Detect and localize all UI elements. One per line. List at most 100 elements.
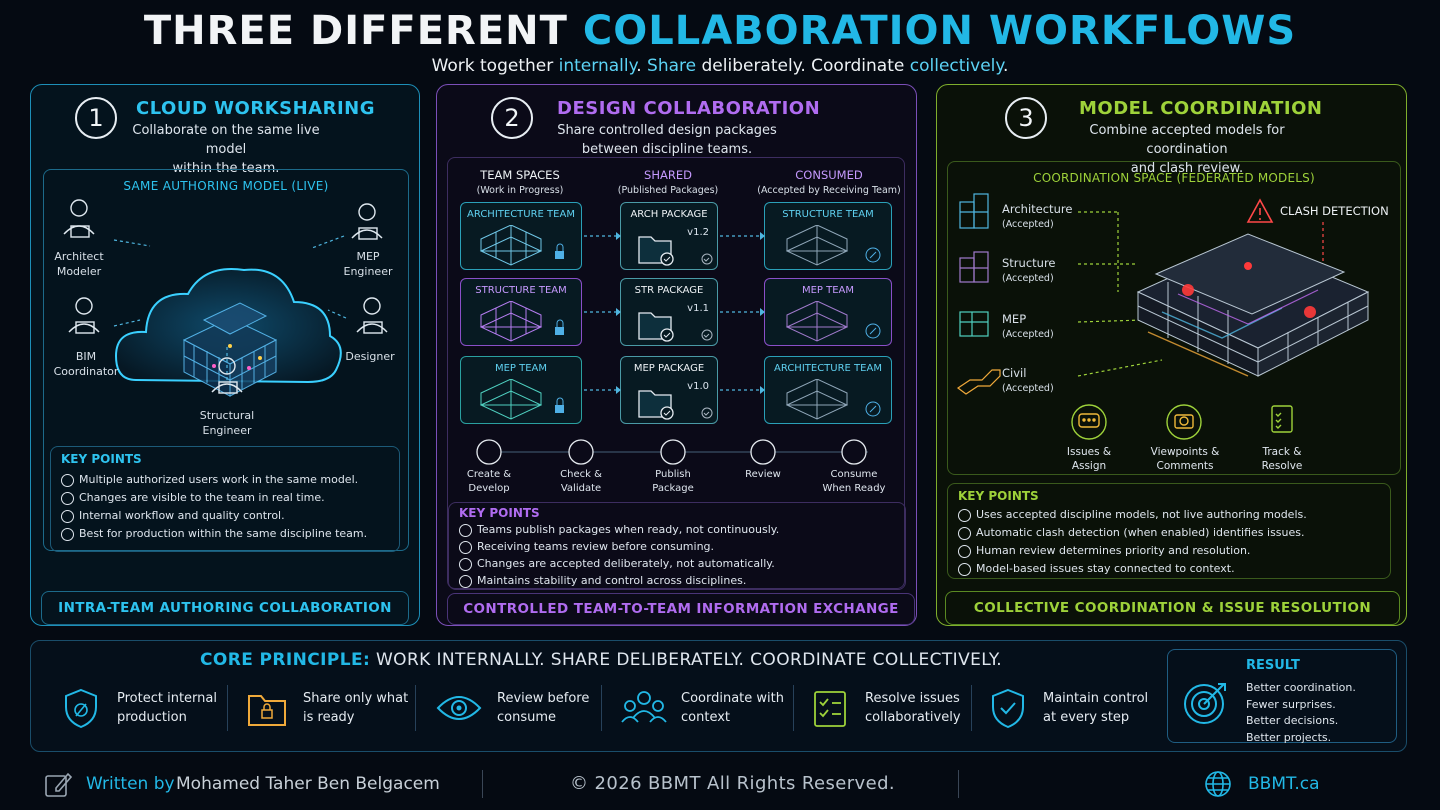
model-name: MEP [1002,312,1027,326]
model-label: Architecture(Accepted) [1002,202,1082,232]
team-space-box: STRUCTURE TEAM [460,278,582,346]
package-version: v1.1 [687,303,709,314]
model-label: Civil(Accepted) [1002,366,1082,396]
model-icons [956,193,1001,395]
principle-line: Review before [497,691,590,706]
team-name: ARCHITECTURE TEAM [467,209,575,220]
key-points-heading: KEY POINTS [958,489,1039,503]
copyright: © 2026 BBMT All Rights Reserved. [570,773,896,794]
federated-building-icon [1136,233,1370,377]
desc-line: within the team. [172,161,280,176]
key-points-heading: KEY POINTS [459,506,540,520]
divider [601,685,602,731]
page-subtitle: Work together internally. Share delibera… [0,56,1440,76]
role-line: Designer [345,350,395,363]
tool-label: Track &Resolve [1246,445,1318,473]
principle-line: Coordinate with [681,691,784,706]
result-list: Better coordination. Fewer surprises. Be… [1246,680,1356,746]
key-point: Model-based issues stay connected to con… [958,560,1388,578]
panel-model-coordination: 3 MODEL COORDINATION Combine accepted mo… [936,84,1407,626]
model-label: Structure(Accepted) [1002,256,1082,286]
result-heading: RESULT [1246,658,1300,673]
folder-check-icon [638,236,713,266]
role-line: Modeler [56,265,102,278]
desc-line: between discipline teams. [581,142,753,157]
role-line: MEP [356,250,380,263]
key-points-box: KEY POINTS Uses accepted discipline mode… [947,483,1391,579]
principle-line: context [681,710,730,725]
team-space-box: ARCHITECTURE TEAM [460,202,582,270]
column-sub: (Published Packages) [617,185,719,196]
collab-area: TEAM SPACES(Work in Progress) SHARED(Pub… [447,157,906,590]
desc-line: Share controlled design packages [557,123,777,138]
desc-line: Combine accepted models for coordination [1089,123,1285,157]
panel-title: MODEL COORDINATION [1079,98,1323,119]
sub-seg: deliberately. Coordinate [696,56,910,76]
panel-desc: Share controlled design packages between … [547,121,787,159]
result-line: Fewer surprises. [1246,697,1336,711]
principle-item: Coordinate with context [621,677,784,739]
divider [415,685,416,731]
written-by-label: Written by [86,774,175,794]
key-point: Teams publish packages when ready, not c… [459,521,899,538]
panel-title: CLOUD WORKSHARING [136,98,375,119]
package-version: v1.2 [687,227,709,238]
warning-icon [1246,198,1274,223]
core-title-label: CORE PRINCIPLE: [200,650,371,670]
shared-package-box: STR PACKAGE v1.1 [620,278,718,346]
step-number: 1 [75,97,117,139]
model-name: Architecture [1002,202,1073,216]
package-name: STR PACKAGE [634,285,704,296]
globe-icon [1205,771,1231,797]
consumed-box: STRUCTURE TEAM [764,202,892,270]
key-point: Automatic clash detection (when enabled)… [958,524,1388,542]
step-line: Review [745,469,781,480]
package-name: ARCH PACKAGE [630,209,708,220]
column-title: TEAM SPACES [480,168,560,182]
role-line: Engineer [343,265,393,278]
core-title: CORE PRINCIPLE: WORK INTERNALLY. SHARE D… [31,650,1171,670]
title-part-1: THREE DIFFERENT [143,8,583,54]
space-label: COORDINATION SPACE (FEDERATED MODELS) [1033,171,1315,185]
divider [971,685,972,731]
live-model-area: SAME AUTHORING MODEL (LIVE) [43,169,409,552]
site-link[interactable]: BBMT.ca [1248,774,1320,794]
column-header: SHARED (Published Packages) [608,168,728,198]
pen-icon [45,772,72,797]
tool-line: Issues & [1066,446,1112,458]
receiving-team: STRUCTURE TEAM [782,209,874,220]
step-line: Consume [830,469,878,480]
tool-line: Assign [1071,460,1107,472]
role-line: Structural [199,409,255,422]
panel-footer: INTRA-TEAM AUTHORING COLLABORATION [41,591,409,625]
step-label: Review [728,468,798,482]
step-label: Create &Develop [454,468,524,496]
panel-title: DESIGN COLLABORATION [557,98,821,119]
column-title: CONSUMED [795,168,863,182]
key-point: Changes are accepted deliberately, not a… [459,555,899,572]
model-name: Civil [1002,366,1027,380]
panel-footer: CONTROLLED TEAM-TO-TEAM INFORMATION EXCH… [447,593,915,625]
key-point: Multiple authorized users work in the sa… [61,471,396,489]
receiving-team: MEP TEAM [801,285,855,296]
column-title: SHARED [644,168,692,182]
result-line: Better decisions. [1246,714,1339,727]
principle-line: collaboratively [865,710,961,725]
building-icon [479,379,564,420]
divider [793,685,794,731]
model-status: (Accepted) [1002,329,1054,340]
step-label: Check &Validate [546,468,616,496]
building-link-icon [785,379,881,420]
team-icon [621,691,667,723]
sub-seg: Share [647,56,697,76]
folder-check-icon [638,312,713,342]
key-points-list: Teams publish packages when ready, not c… [459,521,899,589]
building-model-icon [182,302,278,397]
sub-seg: Work together [431,56,559,76]
tool-line: Track & [1262,446,1302,458]
